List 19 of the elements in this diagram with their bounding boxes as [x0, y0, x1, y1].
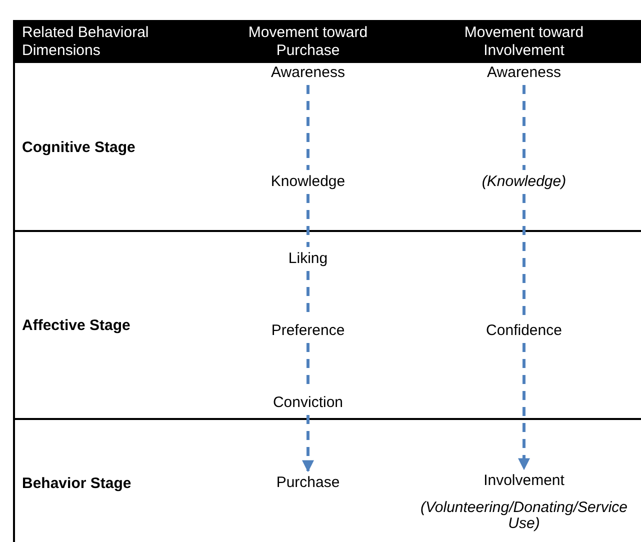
column-header: Related Behavioral Dimensions — [22, 24, 150, 60]
step-label: Preference — [271, 322, 345, 340]
step-label: Awareness — [271, 64, 345, 82]
step-label: Liking — [288, 250, 328, 268]
arrow — [518, 343, 530, 470]
stage-label: Cognitive Stage — [22, 139, 136, 156]
step-label: Conviction — [272, 394, 344, 412]
stage-label: Affective Stage — [22, 317, 130, 334]
note-text: (Volunteering/Donating/Service Use) — [419, 500, 629, 532]
column-header: Movement toward Purchase — [247, 24, 369, 60]
column-header: Movement toward Involvement — [463, 24, 585, 60]
stage-label: Behavior Stage — [22, 475, 132, 492]
step-label: Involvement — [482, 472, 566, 490]
step-label: Awareness — [487, 64, 561, 82]
step-label: (Knowledge) — [482, 173, 566, 191]
arrow — [302, 415, 314, 472]
step-label: Confidence — [486, 322, 562, 340]
step-label: Purchase — [276, 474, 340, 492]
step-label: Knowledge — [270, 173, 346, 191]
